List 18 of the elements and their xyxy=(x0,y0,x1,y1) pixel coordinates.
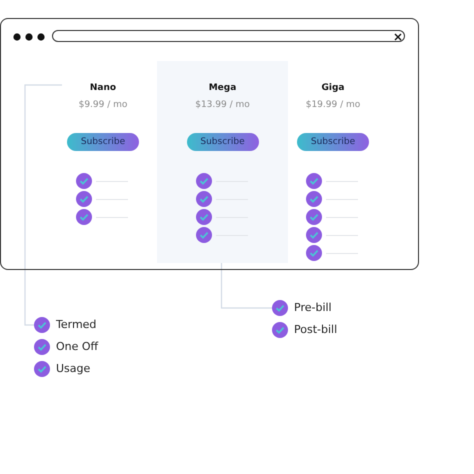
plan-name: Nano xyxy=(88,83,118,93)
plan-name: Mega xyxy=(208,83,238,93)
leader-line xyxy=(220,262,272,309)
plan-price: $19.99 / mo xyxy=(304,100,362,110)
feature-label: Usage xyxy=(56,362,90,375)
subscribe-button: Subscribe xyxy=(67,133,139,151)
feature-label: Post-bill xyxy=(294,323,338,336)
leader-line xyxy=(24,84,62,326)
feature-label: Termed xyxy=(56,318,96,331)
highlighted-plan-column xyxy=(157,61,288,263)
feature-label: Pre-bill xyxy=(294,301,332,314)
feature-label: One Off xyxy=(56,340,98,353)
subscribe-button: Subscribe xyxy=(186,133,258,151)
subscribe-button: Subscribe xyxy=(297,133,369,151)
browser-window xyxy=(0,18,419,270)
plan-price: $9.99 / mo xyxy=(78,100,128,110)
plan-name: Giga xyxy=(320,83,346,93)
plan-price: $13.99 / mo xyxy=(194,100,251,110)
